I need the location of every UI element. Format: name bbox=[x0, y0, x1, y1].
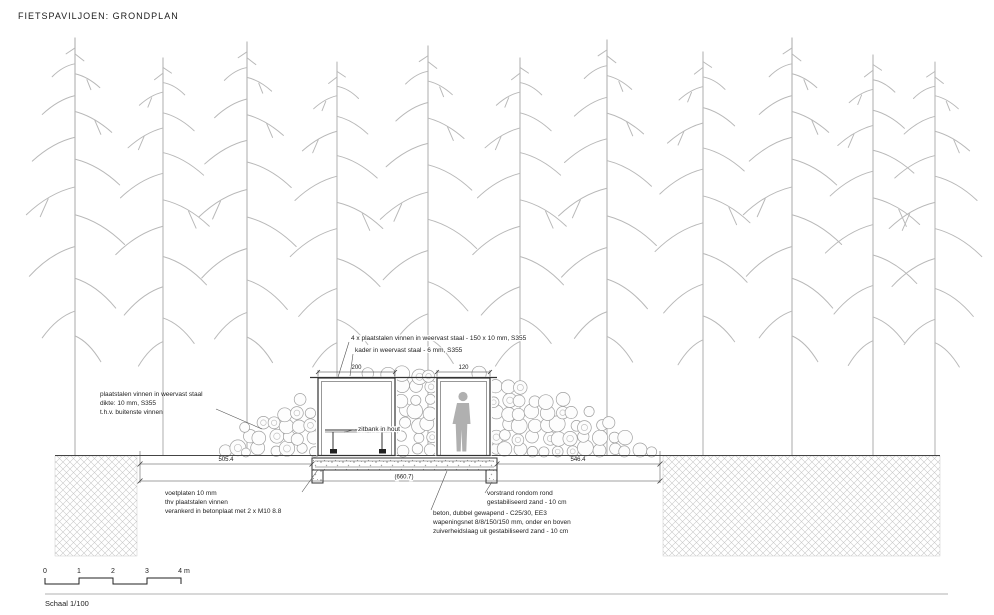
scale-tick-4: 4 m bbox=[178, 568, 190, 575]
dim-label-total-span: (660.7) bbox=[394, 475, 413, 481]
annotation-footplates-2: thv plaatstalen vinnen bbox=[165, 499, 228, 506]
annotation-footplates-3: verankerd in betonplaat met 2 x M10 8.8 bbox=[165, 508, 282, 515]
foundation-slab bbox=[311, 457, 498, 484]
scale-tick-0: 0 bbox=[43, 568, 47, 575]
dim-opening-right bbox=[434, 369, 493, 377]
annotation-kader: kader in weervast staal - 6 mm, S355 bbox=[355, 347, 463, 354]
annotation-leaders bbox=[215, 341, 493, 511]
person-figure bbox=[452, 391, 471, 452]
annotation-bench: zitbank in hout bbox=[358, 426, 400, 433]
dim-label-right-span: 546.4 bbox=[570, 457, 586, 463]
dimension-lines bbox=[137, 451, 663, 484]
annotation-concrete-3: zuiverheidslaag uit gestabiliseerd zand … bbox=[433, 528, 568, 535]
annotation-concrete-1: beton, dubbel gewapend - C25/30, EE3 bbox=[433, 510, 547, 517]
annotations: 4 x plaatstalen vinnen in weervast staal… bbox=[100, 334, 571, 535]
annotation-fins: 4 x plaatstalen vinnen in weervast staal… bbox=[351, 335, 527, 342]
scale-label: Schaal 1/100 bbox=[45, 599, 89, 608]
page-title: FIETSPAVILJOEN: GRONDPLAN bbox=[18, 11, 179, 21]
ground-hatch bbox=[54, 455, 941, 557]
annotation-left-fins-3: t.h.v. buitenste vinnen bbox=[100, 409, 163, 416]
annotation-footplates-1: voetplaten 10 mm bbox=[165, 490, 217, 497]
scale-bar-wave bbox=[44, 577, 182, 585]
scale-tick-1: 1 bbox=[77, 568, 81, 575]
annotation-frost-edge-2: gestabiliseerd zand - 10 cm bbox=[487, 499, 567, 506]
annotation-left-fins-2: dikte: 10 mm, S355 bbox=[100, 400, 156, 407]
forest-trees bbox=[25, 37, 983, 456]
annotation-concrete-2: wapeningsnet 8/8/150/150 mm, onder en bo… bbox=[432, 519, 571, 526]
annotation-frost-edge-1: vorstrand rondom rond bbox=[487, 490, 553, 497]
dim-opening-left bbox=[315, 369, 398, 377]
pavilion-structure bbox=[310, 369, 497, 457]
dim-label-left-span: 505.4 bbox=[218, 457, 234, 463]
bench bbox=[325, 429, 391, 454]
log-mound bbox=[218, 365, 658, 458]
scale-tick-2: 2 bbox=[111, 568, 115, 575]
dim-label-opening-left: 200 bbox=[351, 365, 362, 371]
scale-tick-3: 3 bbox=[145, 568, 149, 575]
scale-bar: 0 1 2 3 4 m Schaal 1/100 bbox=[43, 568, 948, 608]
dim-label-opening-right: 120 bbox=[458, 365, 469, 371]
annotation-left-fins-1: plaatstalen vinnen in weervast staal bbox=[100, 391, 203, 398]
